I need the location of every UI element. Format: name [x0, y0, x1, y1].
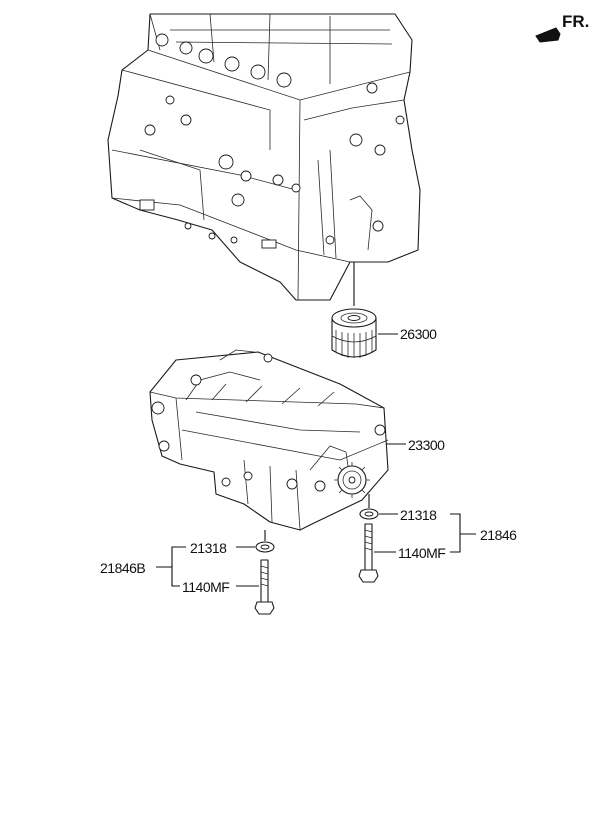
front-direction-label: FR.: [562, 12, 589, 31]
callout-oil-filter: 26300: [400, 326, 437, 342]
oil-filter: [331, 308, 377, 358]
washer-left: [255, 541, 275, 553]
bolt-right: [358, 523, 379, 583]
callout-assembly-left: 21846B: [100, 560, 145, 576]
bracket-assembly-left: [156, 546, 186, 587]
washer-right: [359, 508, 379, 520]
callout-balance-shaft-module: 23300: [408, 437, 445, 453]
bolt-left: [254, 559, 275, 615]
callout-washer-left: 21318: [190, 540, 227, 556]
balance-shaft-module: [149, 349, 389, 531]
callout-bolt-right: 1140MF: [398, 545, 445, 561]
engine-block: [107, 13, 421, 301]
front-direction-arrow-icon: [535, 27, 561, 43]
bracket-assembly-right: [450, 513, 476, 553]
callout-washer-right: 21318: [400, 507, 437, 523]
front-direction-indicator: FR.: [535, 12, 589, 43]
callout-bolt-left: 1140MF: [182, 579, 229, 595]
callout-assembly-right: 21846: [480, 527, 517, 543]
